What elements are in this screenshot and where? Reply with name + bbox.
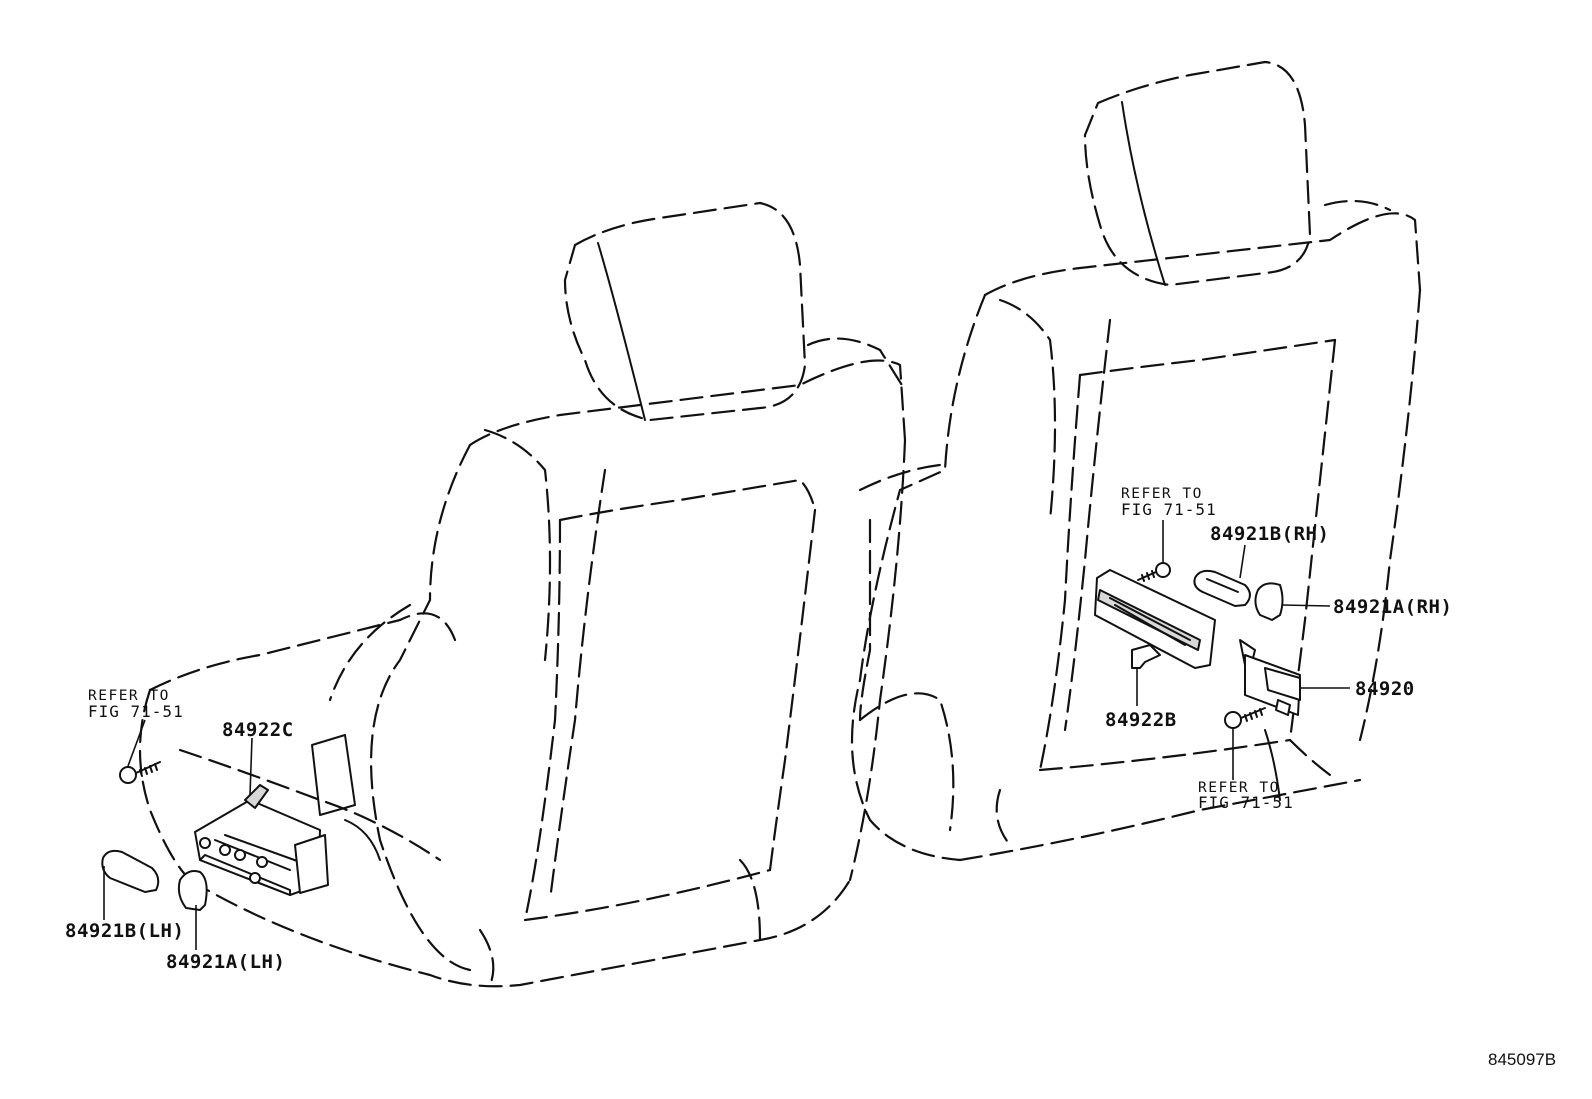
label-84921b-rh: 84921B(RH) [1210,523,1329,545]
screw-right-bottom [1224,707,1266,729]
label-84922c: 84922C [222,719,294,741]
knob-84921a-rh [1254,582,1284,621]
switch-assembly-84922c [194,784,329,896]
label-84921a-lh: 84921A(LH) [166,951,285,973]
part-labels: REFER TO FIG 71-51 84922C 84921B(LH) 849… [65,486,1556,1069]
switch-assembly-84922b [1094,569,1216,669]
label-84922b: 84922B [1105,709,1177,731]
knob-84921a-lh [177,870,208,911]
label-84921a-rh: 84921A(RH) [1333,596,1452,618]
screw-right-top [1137,562,1171,582]
knob-84921b-rh [1193,569,1251,607]
knob-84921b-lh [101,849,160,893]
label-84920: 84920 [1355,678,1415,700]
left-seat-outline [138,201,907,988]
refer-to-label-right-top: REFER TO [1121,486,1203,502]
fig-ref-label-left: FIG 71-51 [88,702,184,721]
label-84921b-lh: 84921B(LH) [65,920,184,942]
fig-ref-label-right-top: FIG 71-51 [1121,500,1217,519]
refer-to-label-left: REFER TO [88,688,170,704]
diagram-code: 845097B [1488,1050,1556,1069]
refer-to-label-right-bottom: REFER TO [1198,780,1280,796]
switch-84920 [1239,639,1301,716]
leader-lines [103,520,1350,950]
fig-ref-label-right-bottom: FIG 71-51 [1198,793,1294,812]
screw-left [119,761,161,784]
right-seat-outline [850,60,1422,862]
